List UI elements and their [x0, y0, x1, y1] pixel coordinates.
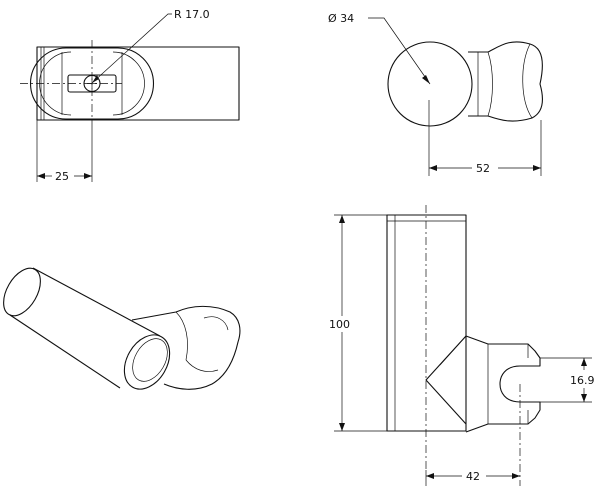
dim-height-label: 100 [329, 318, 350, 331]
dim-slot-label: 16.9 [570, 374, 595, 387]
front-view-cylinder [386, 214, 467, 432]
dim-width-label: 25 [55, 170, 69, 183]
top-view-body [36, 46, 240, 121]
side-view-cylinder [387, 41, 473, 127]
isometric-holder [131, 305, 241, 390]
top-view: R 17.0 25 [20, 8, 240, 183]
dim-radius-label: R 17.0 [174, 8, 210, 21]
isometric-view [3, 267, 241, 390]
dim-offset-label: 42 [466, 470, 480, 483]
front-view: 100 16.9 42 [329, 205, 595, 486]
isometric-end-face [123, 334, 171, 390]
side-view-holder [468, 41, 543, 122]
front-view-holder [465, 335, 541, 433]
dim-length-label: 52 [476, 162, 490, 175]
dim-diameter-label: Ø 34 [328, 12, 354, 25]
side-view: Ø 34 52 [328, 12, 543, 176]
